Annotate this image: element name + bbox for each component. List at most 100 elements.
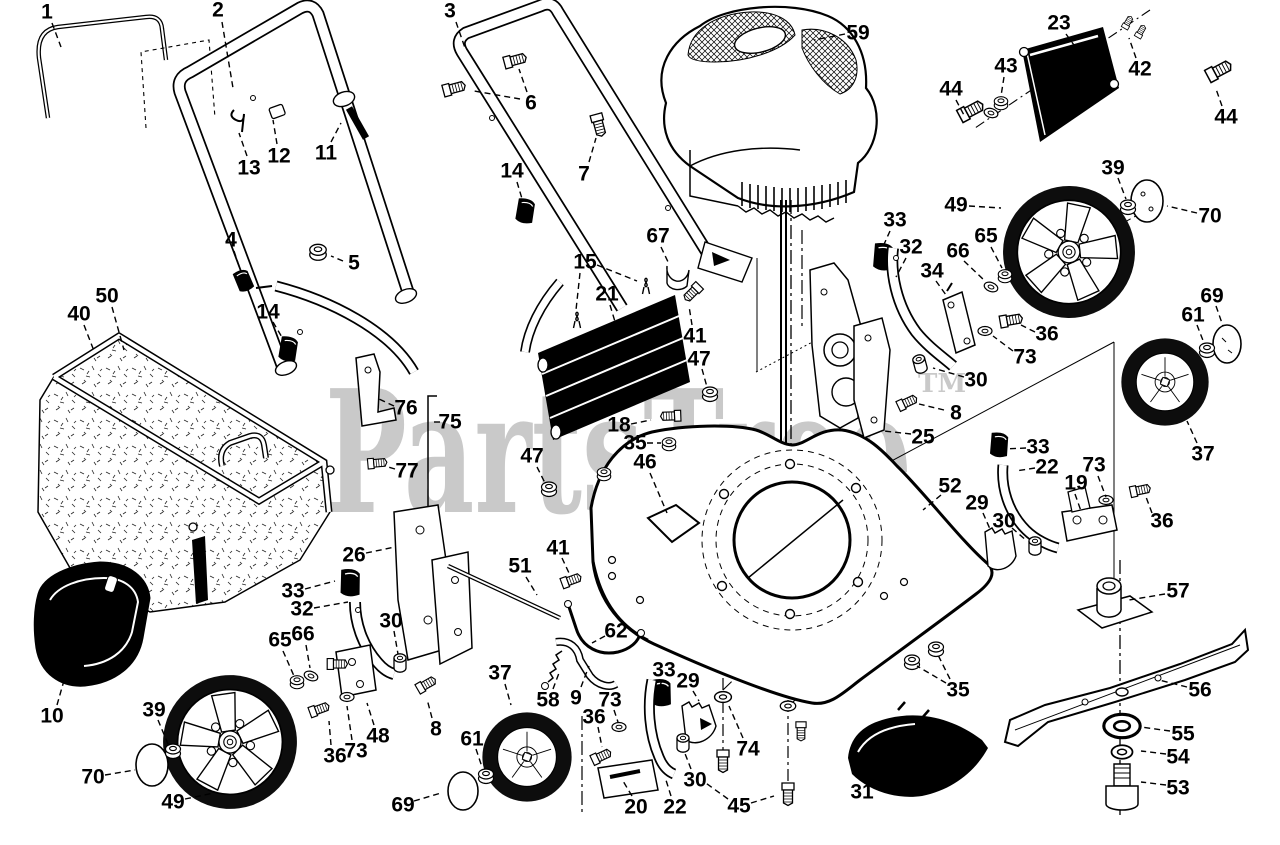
part-number-30: 30 (992, 510, 1015, 533)
part-number-49: 49 (944, 194, 967, 217)
leader-line (561, 557, 570, 574)
part-number-1: 1 (41, 1, 53, 24)
part-number-37: 37 (1191, 443, 1214, 466)
leader-line (282, 650, 295, 677)
part-number-40: 40 (67, 303, 90, 326)
leader-line (384, 465, 396, 470)
part-number-39: 39 (1101, 157, 1124, 180)
part-number-26: 26 (342, 544, 365, 567)
leader-line (922, 494, 942, 511)
leader-line (233, 250, 242, 273)
leader-line (937, 654, 951, 680)
leader-line (111, 306, 125, 351)
mulch-cover-illustration (848, 701, 988, 797)
leader-line (649, 472, 668, 514)
leader-line (630, 419, 652, 425)
leader-line (56, 676, 66, 706)
leader-line (525, 576, 538, 596)
part-number-7: 7 (578, 163, 590, 186)
part-number-22: 22 (1035, 456, 1058, 479)
leader-line (330, 255, 344, 262)
part-number-57: 57 (1166, 580, 1189, 603)
part-number-53: 53 (1166, 777, 1189, 800)
leader-line (895, 257, 907, 278)
leader-line (728, 705, 744, 739)
part-number-31: 31 (850, 781, 874, 804)
leader-line (1020, 324, 1036, 333)
leader-line (365, 546, 396, 554)
part-number-56: 56 (1188, 679, 1211, 702)
wheel-adjuster-right-front (984, 430, 1118, 571)
leader-line (597, 726, 603, 748)
leader-line (518, 68, 528, 93)
leader-line (596, 264, 638, 282)
part-number-13: 13 (237, 157, 260, 180)
leader-line (475, 748, 483, 768)
leader-line (580, 665, 590, 688)
rear-door-illustration (537, 265, 690, 440)
leader-line (591, 635, 606, 644)
part-number-37: 37 (488, 662, 511, 685)
leader-line (1000, 76, 1005, 97)
leader-line (328, 720, 332, 746)
leader-line (393, 630, 399, 655)
part-number-33: 33 (883, 209, 906, 232)
blade-assembly-illustration (1003, 577, 1250, 811)
leader-line (157, 719, 169, 745)
leader-line (692, 690, 700, 702)
part-number-77: 77 (395, 460, 418, 483)
leader-line (990, 246, 1003, 269)
leader-line (221, 21, 234, 89)
part-number-3: 3 (444, 0, 456, 23)
leader-line (1186, 420, 1198, 444)
part-number-73: 73 (344, 740, 367, 763)
part-number-65: 65 (974, 225, 998, 248)
part-number-44: 44 (1214, 106, 1238, 129)
part-number-66: 66 (946, 240, 969, 263)
leader-line (658, 679, 663, 690)
leader-line (536, 466, 547, 486)
leader-line (963, 260, 986, 282)
leader-line (552, 672, 560, 690)
leader-line (660, 246, 670, 265)
leader-line (413, 792, 442, 802)
part-number-32: 32 (290, 598, 313, 621)
leader-line (918, 403, 945, 411)
wheel-adjuster-center (447, 563, 717, 799)
part-number-69: 69 (391, 794, 414, 817)
part-number-14: 14 (500, 160, 524, 183)
leader-line (982, 512, 991, 530)
leader-line (883, 430, 912, 435)
leader-line (305, 644, 311, 669)
leader-line (575, 272, 581, 311)
part-number-30: 30 (379, 610, 402, 633)
part-number-59: 59 (846, 22, 869, 45)
leader-line (870, 760, 892, 783)
leader-line (378, 398, 395, 407)
watermark-tm: TM (918, 369, 966, 399)
leader-line (702, 780, 729, 800)
part-number-4: 4 (225, 229, 237, 252)
part-number-70: 70 (81, 766, 104, 789)
part-number-52: 52 (938, 475, 961, 498)
leader-line (516, 181, 524, 203)
part-number-9: 9 (570, 687, 582, 710)
part-number-46: 46 (633, 451, 656, 474)
part-number-36: 36 (323, 745, 346, 768)
leader-line (916, 665, 947, 684)
leader-line (1117, 177, 1127, 200)
part-number-58: 58 (536, 689, 560, 712)
leader-line (588, 137, 597, 163)
engine-illustration (660, 5, 878, 223)
part-number-10: 10 (40, 705, 63, 728)
mower-deck-illustration (589, 424, 994, 705)
leader-line (238, 132, 248, 157)
part-number-33: 33 (1026, 436, 1049, 459)
part-number-51: 51 (508, 555, 532, 578)
leader-line (313, 601, 349, 609)
handle-hardware (230, 90, 540, 365)
leader-line (1140, 726, 1171, 732)
wheel-adjuster-right-rear (868, 240, 976, 371)
